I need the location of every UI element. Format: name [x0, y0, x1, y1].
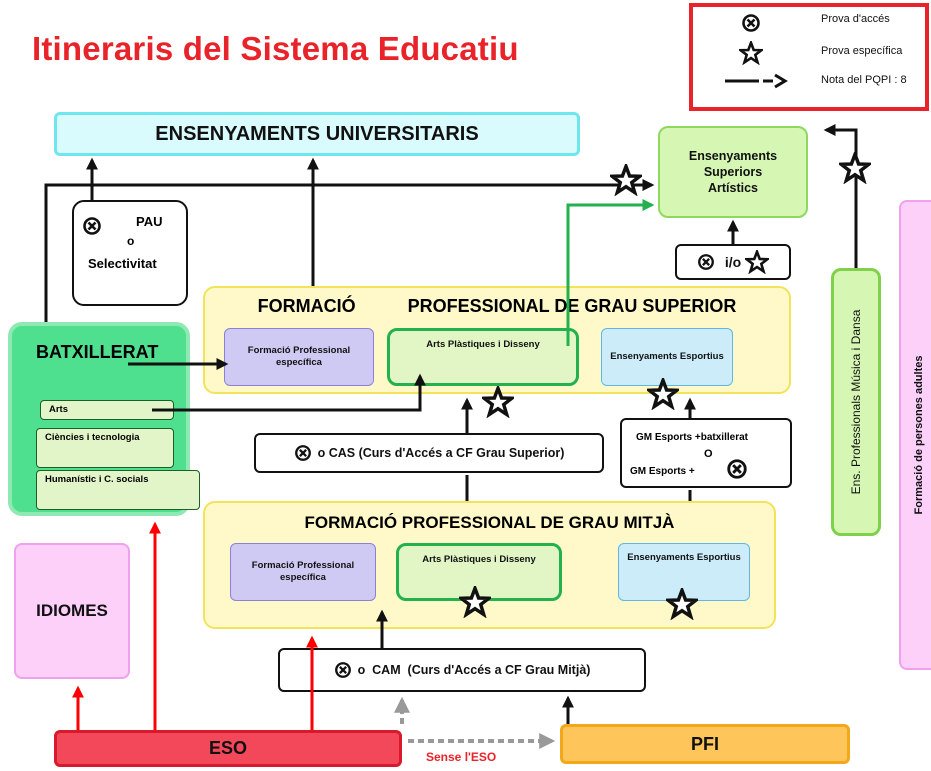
superiors-artistics-box: Ensenyaments Superiors Artístics: [658, 126, 808, 218]
legend-nota-pqpi: Nota del PQPI : 8: [821, 74, 907, 86]
pau-box: PAU o Selectivitat: [72, 200, 188, 306]
batx-humanistic: Humanístic i C. socials: [36, 470, 200, 510]
star-icon: [839, 152, 871, 184]
star-icon: [666, 588, 698, 620]
fp-grau-superior-box: FORMACIÓ PROFESSIONAL DE GRAU SUPERIOR F…: [203, 286, 791, 394]
esa-line-1: Ensenyaments: [688, 149, 778, 163]
star-icon: [610, 164, 642, 196]
cam-box: o CAM (Curs d'Accés a CF Grau Mitjà): [278, 648, 646, 692]
fgs-title-b: PROFESSIONAL DE GRAU SUPERIOR: [407, 296, 737, 316]
star-icon: [459, 586, 491, 618]
circle-x-icon: [334, 661, 352, 679]
circle-x-icon: [726, 458, 748, 480]
universitaris-box: ENSENYAMENTS UNIVERSITARIS: [54, 112, 580, 156]
star-icon: [647, 378, 679, 410]
fp-grau-mitja-box: FORMACIÓ PROFESSIONAL DE GRAU MITJÀ Form…: [203, 501, 776, 629]
io-label: i/o: [724, 254, 742, 270]
page-title: Itineraris del Sistema Educatiu: [32, 30, 519, 67]
eso-box: ESO: [54, 730, 402, 767]
batx-arts: Arts: [40, 400, 174, 420]
persones-adultes-box: Formació de persones adultes: [899, 200, 931, 670]
sense-eso-label: Sense l'ESO: [426, 750, 497, 764]
cas-label: o CAS (Curs d'Accés a CF Grau Superior): [317, 446, 565, 460]
pfi-box: PFI: [560, 724, 850, 764]
cas-box: o CAS (Curs d'Accés a CF Grau Superior): [254, 433, 604, 473]
star-icon: [745, 250, 769, 274]
legend-prova-acces: Prova d'accés: [821, 13, 890, 25]
legend: Prova d'accés Prova específica Nota del …: [689, 3, 929, 111]
circle-x-icon: [82, 216, 102, 236]
pau-label: PAU: [136, 214, 163, 229]
fgs-especifica-box: Formació Professional específica: [224, 328, 374, 386]
batxillerat-box: BATXILLERAT Arts Ciències i tecnologia H…: [8, 322, 200, 516]
circle-x-icon: [294, 444, 312, 462]
legend-prova-especifica: Prova específica: [821, 45, 903, 57]
fgs-arts-box: Arts Plàstiques i Disseny: [387, 328, 579, 386]
musica-dansa-box: Ens. Professionals Música i Dansa: [831, 268, 881, 536]
fgs-title: FORMACIÓ PROFESSIONAL DE GRAU SUPERIOR: [205, 296, 789, 317]
dashed-arrow-icon: [725, 73, 788, 89]
circle-x-icon: [741, 13, 761, 33]
gm-esports-box: GM Esports +batxillerat O GM Esports +: [620, 418, 792, 488]
pau-selectivitat: Selectivitat: [88, 256, 157, 271]
esa-line-2: Superiors: [703, 165, 763, 179]
fgm-especifica-box: Formació Professional específica: [230, 543, 376, 601]
star-icon: [482, 386, 514, 418]
fgm-title: FORMACIÓ PROFESSIONAL DE GRAU MITJÀ: [304, 513, 675, 532]
cam-label: o CAM (Curs d'Accés a CF Grau Mitjà): [357, 663, 591, 677]
fgs-title-a: FORMACIÓ: [257, 296, 356, 316]
circle-x-icon: [697, 253, 715, 271]
esa-line-3: Artístics: [707, 181, 758, 195]
batxillerat-title: BATXILLERAT: [36, 342, 159, 362]
gme-line1: GM Esports +batxillerat: [636, 432, 748, 443]
star-icon: [739, 41, 763, 65]
batx-ciencies: Ciències i tecnologia: [36, 428, 174, 468]
gme-line2: GM Esports +: [630, 466, 695, 477]
persones-adultes-label: Formació de persones adultes: [913, 355, 925, 515]
gme-o: O: [704, 448, 713, 460]
musica-dansa-label: Ens. Professionals Música i Dansa: [849, 309, 863, 495]
musica-to-artistics-arrow: [823, 124, 858, 268]
idiomes-box: IDIOMES: [14, 543, 130, 679]
io-box: i/o: [675, 244, 791, 280]
pau-o: o: [127, 234, 135, 248]
